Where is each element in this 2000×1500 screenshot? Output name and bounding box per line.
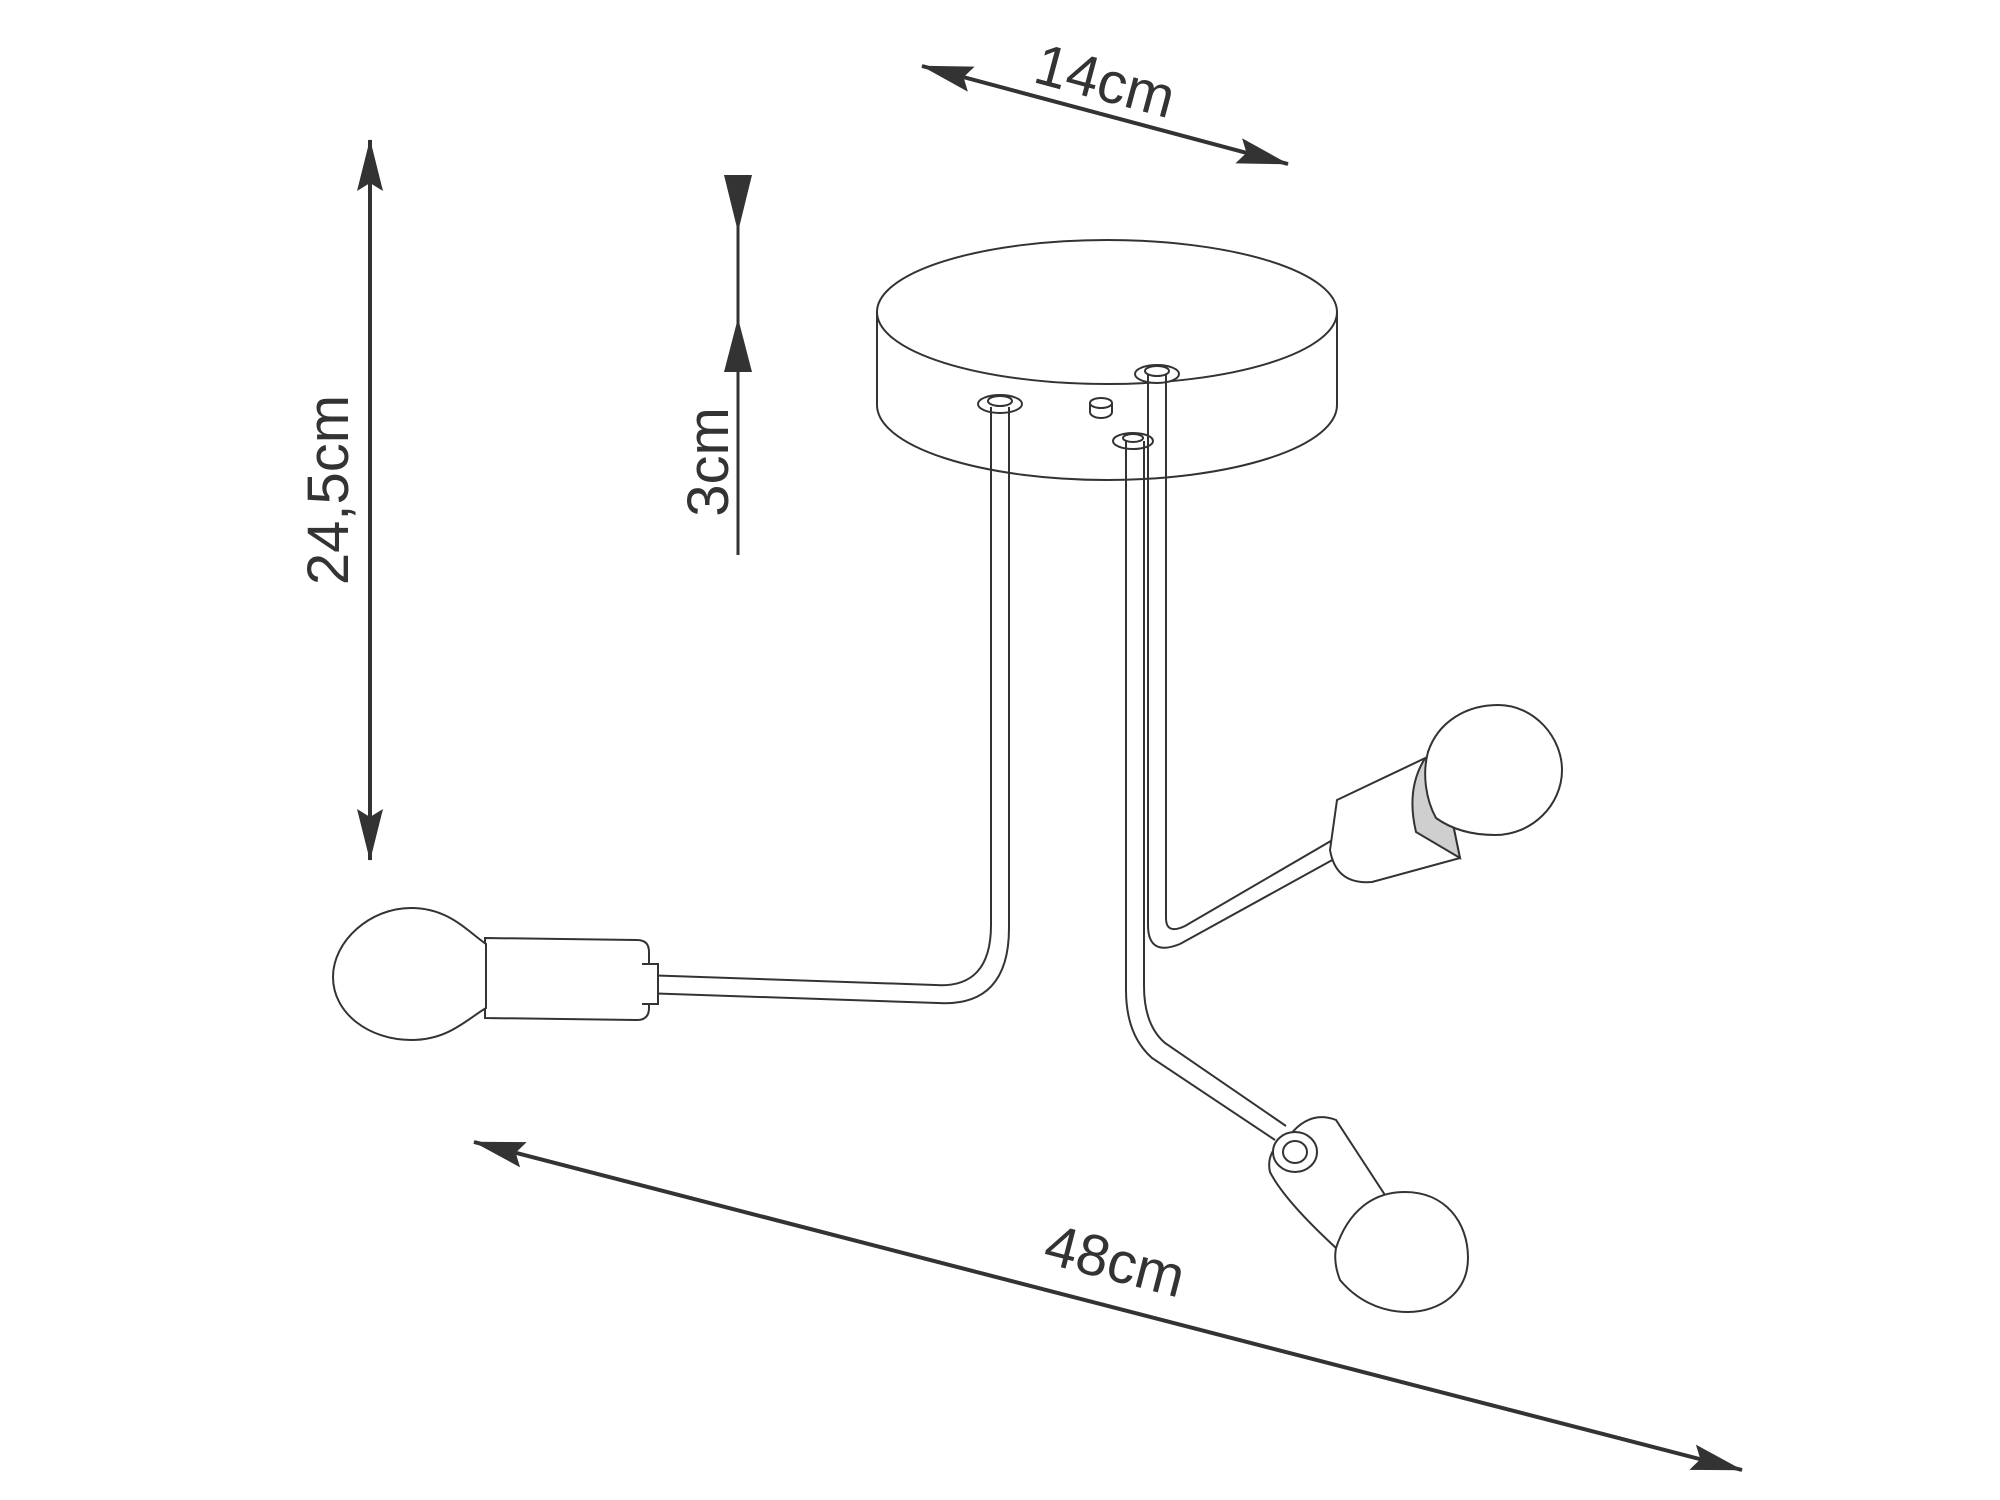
dimension-height: 24,5cm (296, 139, 383, 861)
lamp-socket-left (484, 936, 659, 1022)
lamp-bulb-left (331, 906, 487, 1042)
width-dimension-line (921, 64, 1289, 166)
lamp-arm-front (1125, 441, 1287, 1141)
lamp-arm-right (1147, 374, 1346, 949)
height-label: 24,5cm (296, 395, 361, 585)
span-dimension-line (473, 1140, 1743, 1472)
canopy-height-arrow-top (724, 175, 752, 232)
lamp-bulb-right (1424, 703, 1564, 837)
dimension-width: 14cm (921, 31, 1289, 166)
dimension-span: 48cm (473, 1140, 1743, 1472)
lamp-arm-left (641, 407, 1010, 1005)
canopy-height-label: 3cm (676, 407, 741, 517)
canopy-screw (1089, 397, 1113, 409)
canopy-height-arrow-bottom (724, 318, 752, 372)
lamp-bulb-front (1334, 1190, 1470, 1314)
dimension-canopy-height: 3cm (676, 175, 752, 555)
lamp-canopy (876, 239, 1338, 481)
